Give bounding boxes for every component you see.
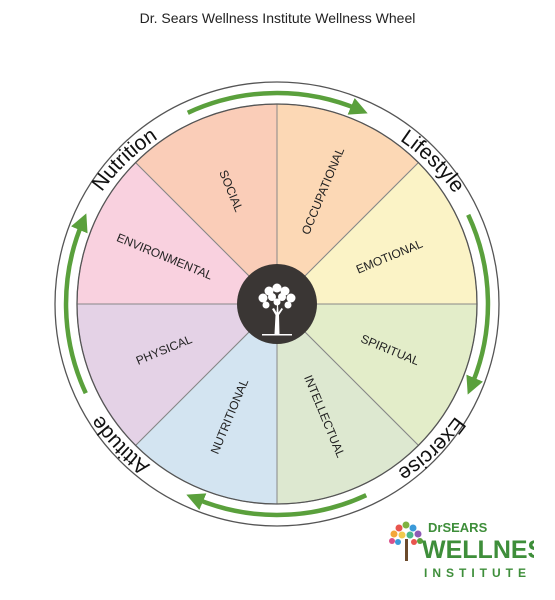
arrows-group bbox=[63, 90, 491, 518]
logo-tree-icon bbox=[389, 521, 423, 561]
logo-brand-small: DrSEARS bbox=[428, 520, 488, 535]
logo: DrSEARS WELLNESS INSTITUTE bbox=[389, 520, 534, 580]
cycle-arrow-4 bbox=[63, 213, 88, 395]
tree-icon bbox=[258, 283, 296, 336]
wheel-outline bbox=[76, 103, 478, 505]
cycle-arrow-2 bbox=[466, 213, 491, 395]
cycle-arrow-1 bbox=[186, 90, 368, 115]
page-title: Dr. Sears Wellness Institute Wellness Wh… bbox=[139, 10, 416, 26]
logo-brand-sub: INSTITUTE bbox=[424, 566, 531, 580]
logo-brand-large: WELLNESS bbox=[422, 536, 534, 564]
cycle-arrow-3 bbox=[186, 493, 368, 518]
